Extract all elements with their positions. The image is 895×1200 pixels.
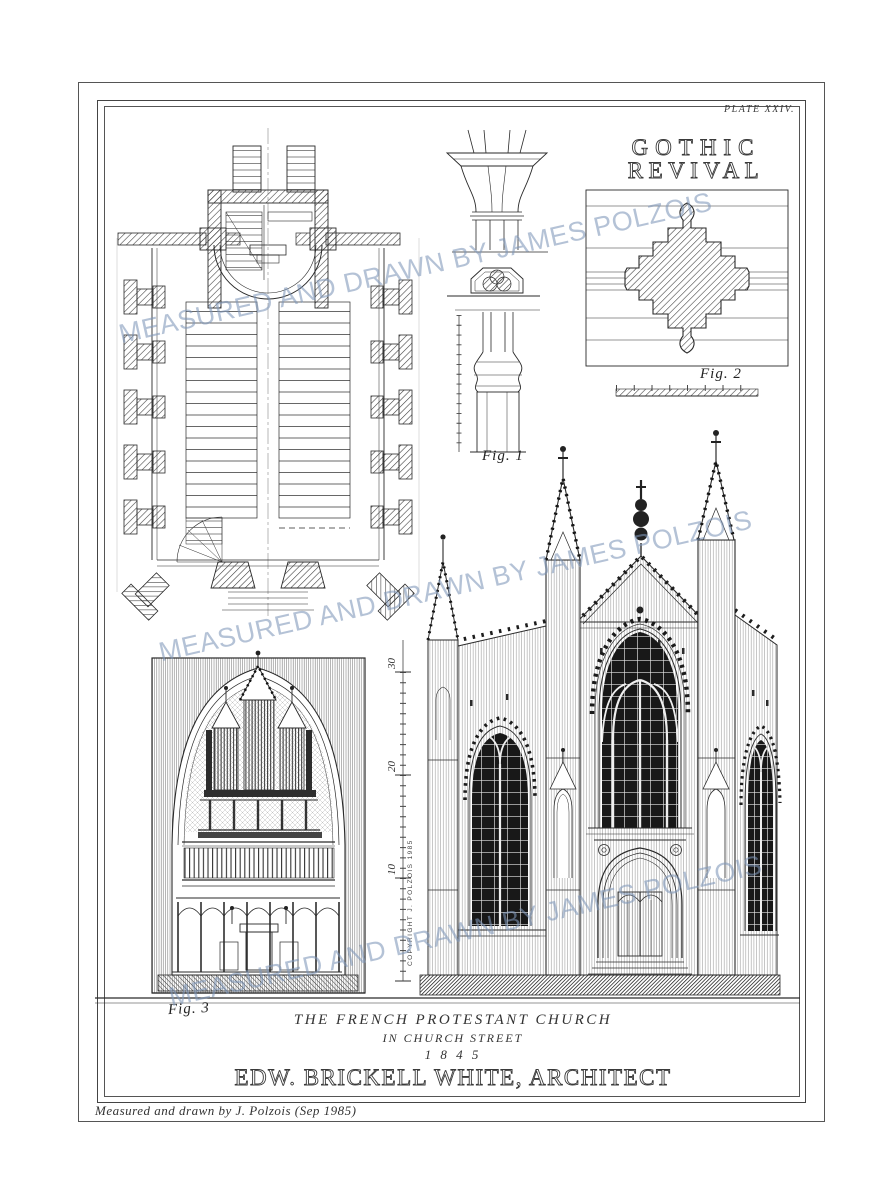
- scale-tick-30: 30: [386, 658, 398, 669]
- plan-buttresses: [123, 279, 413, 535]
- plate-number: PLATE XXIV.: [724, 104, 795, 115]
- fig2-buttress-plan: [585, 189, 789, 397]
- title-line3: 1 8 4 5: [424, 1047, 482, 1062]
- elevation-scale-bar: [395, 640, 411, 982]
- scale-tick-20: 20: [386, 761, 398, 772]
- left-pinnacle-tower: [544, 446, 582, 976]
- inner-border: [97, 100, 806, 1103]
- fig2-label: Fig. 2: [700, 366, 742, 382]
- left-side-window: [460, 716, 540, 937]
- architect-title: EDW. BRICKELL WHITE, ARCHITECT: [234, 1065, 671, 1090]
- entrance-door: [588, 839, 692, 975]
- style-title-line2: REVIVAL: [628, 158, 764, 183]
- right-side-window: [739, 724, 782, 936]
- credit-line: Measured and drawn by J. Polzois (Sep 19…: [95, 1103, 357, 1118]
- fig1-column-detail: [445, 129, 549, 453]
- title-line2: IN CHURCH STREET: [382, 1031, 524, 1045]
- floor-plan: [116, 128, 420, 621]
- organ: [198, 650, 322, 838]
- fig3-interior-organ: [151, 650, 366, 994]
- style-title-line1: GOTHIC: [632, 135, 761, 160]
- right-pinnacle-tower: [696, 430, 736, 976]
- title-line1: THE FRENCH PROTESTANT CHURCH: [293, 1012, 613, 1028]
- fig1-label: Fig. 1: [482, 448, 524, 464]
- corner-pinnacle: [426, 534, 460, 976]
- outer-border: [78, 82, 825, 1122]
- inner-border-fine: [104, 106, 800, 1097]
- scale-tick-10: 10: [386, 864, 398, 875]
- front-elevation: [419, 430, 782, 996]
- main-window: [586, 606, 694, 835]
